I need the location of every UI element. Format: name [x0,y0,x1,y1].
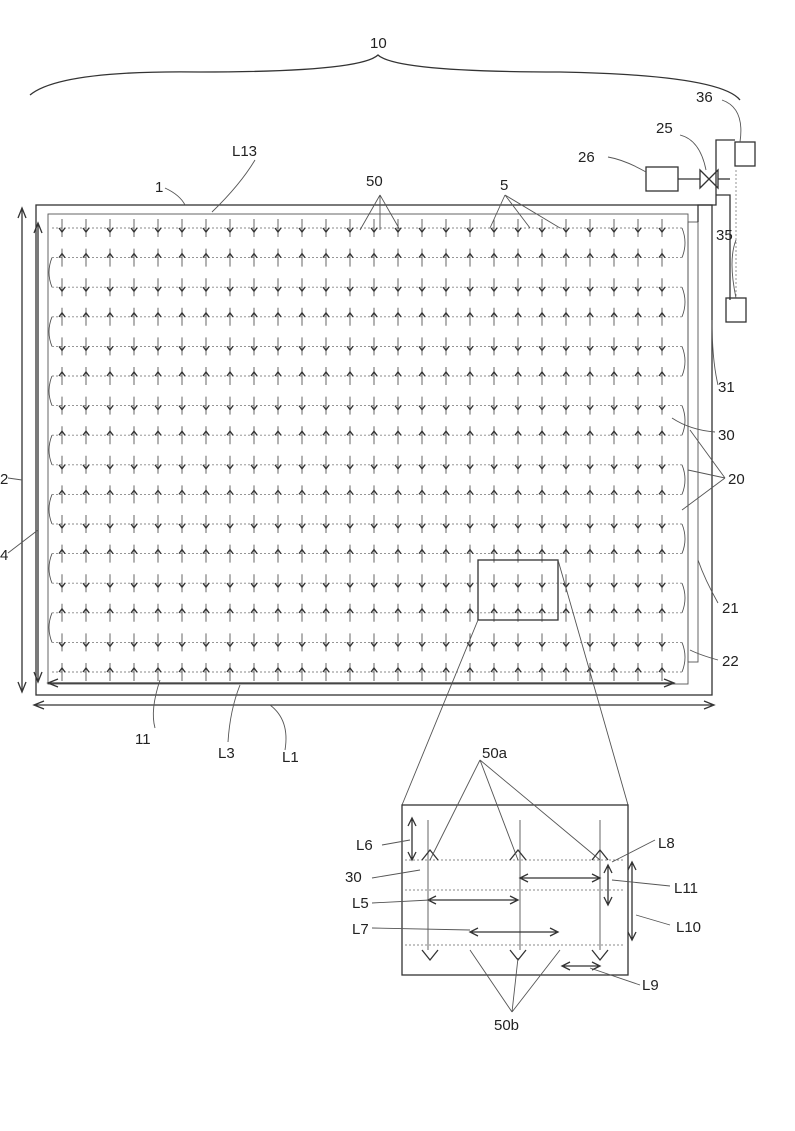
label-L10: L10 [676,919,701,936]
box-36 [735,142,755,166]
tube-row [52,485,682,503]
tube-bend [682,287,685,317]
box-26 [646,167,678,191]
label-22: 22 [722,653,739,670]
label-26: 26 [578,149,595,166]
label-1: 1 [155,179,163,196]
tube-bend [49,258,52,288]
tube-row [52,308,682,326]
tube-row [52,515,682,533]
tube-row [52,278,682,296]
label-50: 50 [366,173,383,190]
label-L9: L9 [642,977,659,994]
label-20: 20 [728,471,745,488]
tube-row [52,426,682,444]
tube-row [52,397,682,415]
tube-bend [682,406,685,436]
tube-bend [682,642,685,672]
box-35 [726,298,746,322]
tube-bend [682,346,685,376]
label-35: 35 [716,227,733,244]
label-36: 36 [696,89,713,106]
tube-bend [49,317,52,347]
tube-row [52,456,682,474]
tube-bend [49,554,52,584]
label-L7: L7 [352,921,369,938]
tube-bend [682,465,685,495]
label-inset-30: 30 [345,869,362,886]
tube-bend [49,613,52,643]
label-21: 21 [722,600,739,617]
label-4: 4 [0,547,8,564]
label-10: 10 [370,35,387,52]
tube-bend [49,376,52,406]
serpentine-rows [49,219,685,681]
label-25: 25 [656,120,673,137]
tube-row [52,249,682,267]
tube-row [52,633,682,651]
tube-row [52,337,682,355]
label-11: 11 [135,731,151,748]
tube-row [52,574,682,592]
label-50b: 50b [494,1017,519,1034]
tube-row [52,219,682,237]
tube-row [52,604,682,622]
bottom-dimension-arrows [34,679,714,709]
label-2: 2 [0,471,8,488]
label-31: 31 [718,379,735,396]
tube-row [52,367,682,385]
valve-25 [700,170,718,188]
label-L5: L5 [352,895,369,912]
label-L1: L1 [282,749,299,766]
labels: 10 1 L13 50 5 26 25 36 35 31 30 20 21 22… [0,35,745,1034]
brace-10 [30,55,740,100]
tube-bend [682,524,685,554]
inset-detail [402,805,636,975]
tube-row [52,545,682,563]
label-5: 5 [500,177,508,194]
left-dimension-arrows [18,208,42,692]
label-L3: L3 [218,745,235,762]
tube-bend [682,228,685,258]
inner-frame [48,214,688,684]
label-L6: L6 [356,837,373,854]
tube-row [52,663,682,681]
tube-bend [682,583,685,613]
label-50a: 50a [482,745,508,762]
label-L8: L8 [658,835,675,852]
label-l13: L13 [232,143,257,160]
tube-bend [49,494,52,524]
label-L11: L11 [674,880,698,897]
label-30: 30 [718,427,735,444]
tube-bend [49,435,52,465]
